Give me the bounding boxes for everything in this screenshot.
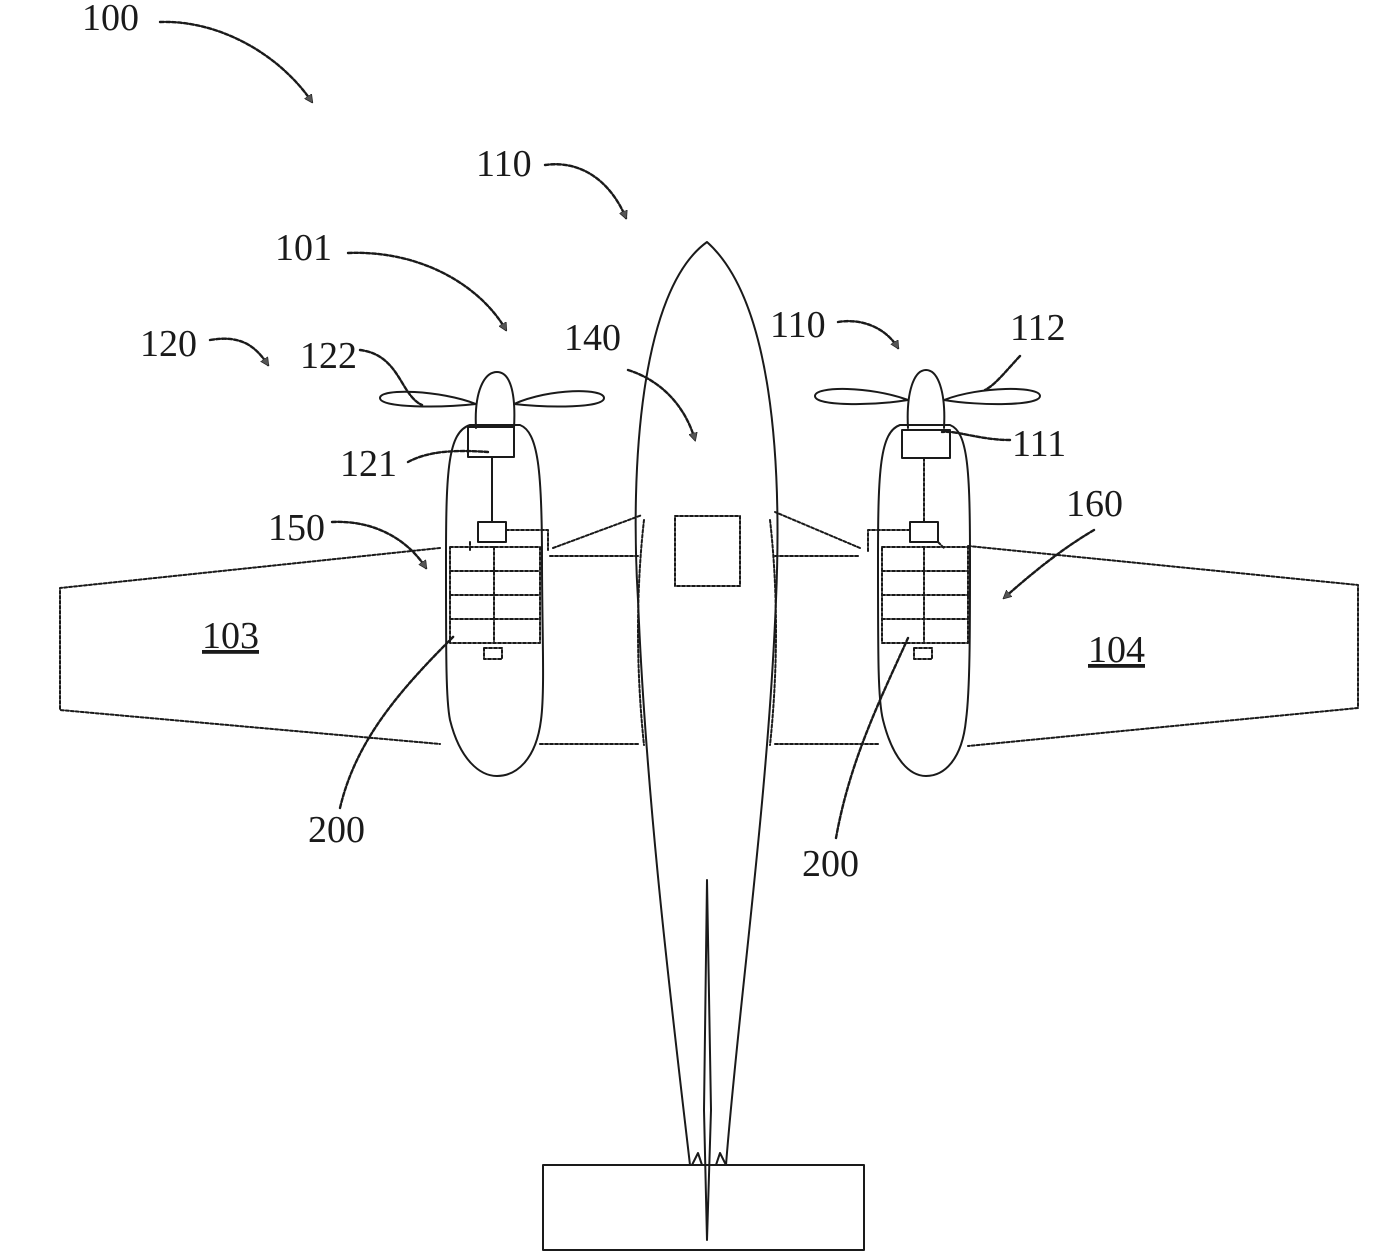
label-200-left: 200 [308,809,365,851]
wing-center-section [540,556,880,744]
right-motor [902,430,950,458]
fuselage-payload-box [675,516,740,586]
reference-numerals: 100 110 101 120 122 140 110 112 121 111 … [82,0,1145,885]
leader-lines [160,22,1094,838]
label-104: 104 [1088,629,1145,671]
label-100: 100 [82,0,139,39]
label-121: 121 [340,443,397,485]
label-122: 122 [300,335,357,377]
label-140: 140 [564,317,621,359]
left-motor [468,427,514,457]
label-103: 103 [202,615,259,657]
label-112: 112 [1010,307,1066,349]
label-120: 120 [140,323,197,365]
right-propeller [815,389,1040,404]
label-110-right: 110 [770,304,826,346]
fuselage [636,242,778,1240]
label-110-fuselage: 110 [476,143,532,185]
left-battery-pack [450,547,540,659]
right-wing [968,546,1358,746]
wing-root-fairings [553,512,860,548]
horizontal-tail [543,1153,864,1250]
label-111: 111 [1012,423,1066,465]
label-200-right: 200 [802,843,859,885]
right-battery-pack [882,547,968,659]
label-160: 160 [1066,483,1123,525]
label-150: 150 [268,507,325,549]
label-101: 101 [275,227,332,269]
left-gearbox [470,522,548,550]
